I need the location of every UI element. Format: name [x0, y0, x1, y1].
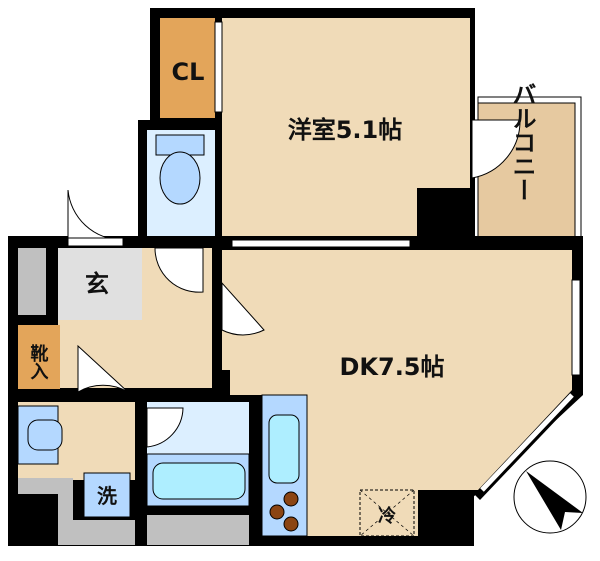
window [571, 279, 581, 376]
entrance-label: 玄 [85, 270, 109, 298]
balcony-label: バルコニー [508, 82, 536, 202]
washer-label: 洗 [97, 484, 117, 508]
sink-icon [268, 414, 300, 484]
toilet-door[interactable] [154, 247, 204, 293]
closet-floor [160, 18, 215, 118]
pillar [417, 188, 472, 240]
bath-door[interactable] [146, 407, 184, 448]
balcony-door[interactable] [471, 119, 521, 179]
fridge-label: 冷 [378, 505, 396, 527]
burner-icon [283, 516, 299, 532]
storage [18, 478, 135, 545]
western-room-label: 洋室5.1帖 [288, 116, 403, 144]
storage [18, 248, 46, 315]
washer-space [83, 472, 131, 518]
north-arrow-icon [526, 471, 583, 530]
shoe-storage [18, 325, 60, 389]
sliding-door[interactable] [231, 239, 411, 248]
shoe-storage-label: 靴入 [28, 343, 49, 380]
washroom-door[interactable] [77, 344, 129, 393]
pillar [429, 490, 474, 546]
washbasin-bowl-icon [27, 419, 63, 451]
closet-door[interactable] [214, 21, 223, 113]
bathtub-icon [152, 462, 246, 500]
bay-window [480, 393, 574, 492]
closet-label: CL [172, 58, 205, 86]
entrance-door[interactable] [67, 189, 123, 241]
fridge-space [359, 489, 415, 537]
toilet-bowl-icon [159, 151, 201, 205]
burner-icon [269, 504, 285, 520]
burner-icon [283, 491, 299, 507]
storage [147, 515, 249, 545]
dk-label: DK7.5帖 [339, 353, 444, 381]
entrance-floor [58, 248, 142, 320]
dk-floor [222, 250, 572, 536]
door-frame [67, 237, 124, 247]
dk-door[interactable] [221, 281, 265, 336]
